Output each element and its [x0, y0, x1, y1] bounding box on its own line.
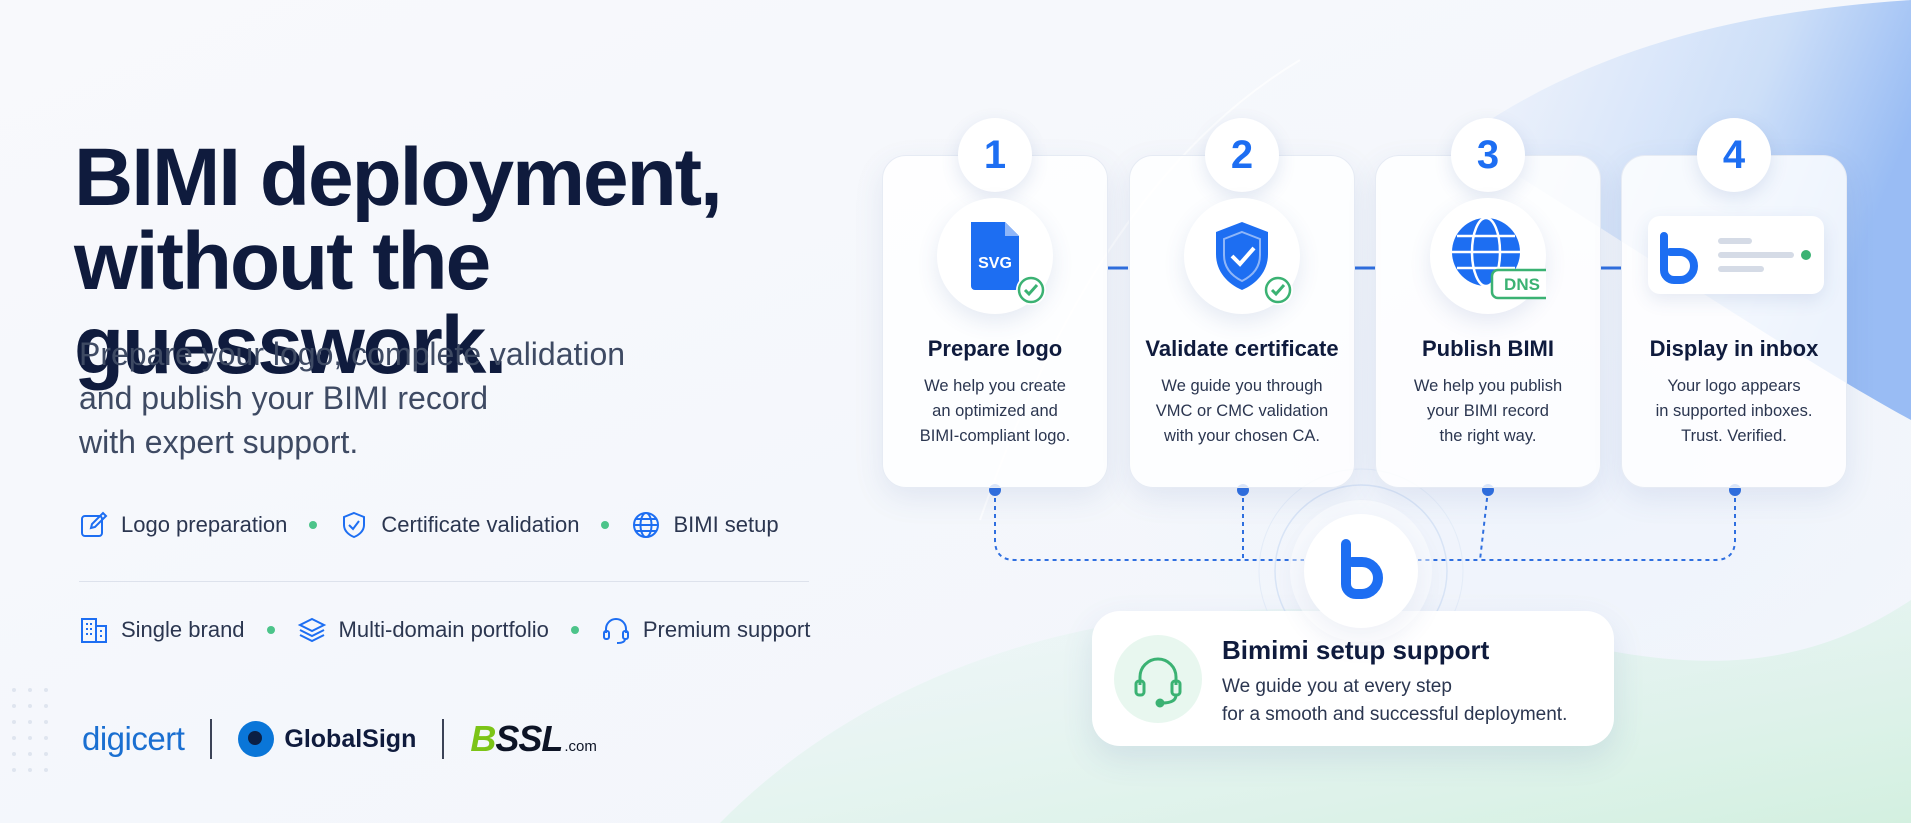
step-number-badge: 4 — [1697, 118, 1771, 192]
svg-file-icon: SVG — [971, 222, 1046, 305]
globe-dns-icon: DNS — [1452, 216, 1546, 300]
feature-label: Logo preparation — [121, 512, 288, 537]
features-row-services: Logo preparation Certificate validation … — [79, 510, 779, 540]
feature-bimi-setup: BIMI setup — [631, 510, 779, 540]
shield-check-icon — [343, 511, 366, 539]
feature-label: Single brand — [121, 617, 245, 642]
feature-label: Premium support — [642, 617, 811, 642]
step-title: Display in inbox — [1649, 336, 1819, 361]
svg-text:DNS: DNS — [1504, 275, 1540, 294]
step-description: Your logo appears in supported inboxes. … — [1655, 377, 1813, 445]
headset-icon — [602, 618, 629, 644]
feature-label: Multi-domain portfolio — [338, 617, 549, 642]
feature-premium-support: Premium support — [601, 615, 811, 645]
inbox-preview — [1648, 216, 1824, 294]
features-row-plans: Single brand Multi-domain portfolio Prem… — [79, 615, 810, 645]
step-card-display-in-inbox: 4 Display in inbox Your logo appears in … — [1621, 118, 1847, 488]
globalsign-mark-icon — [238, 721, 275, 757]
feature-single-brand: Single brand — [79, 615, 245, 645]
hero-sub-line3: with expert support. — [79, 424, 359, 460]
step-title: Publish BIMI — [1422, 336, 1554, 361]
separator-dot — [266, 626, 275, 634]
separator-dot — [601, 521, 610, 529]
edit-icon — [81, 511, 108, 537]
hero-subtitle: Prepare your logo, complete validation a… — [79, 332, 719, 464]
globalsign-logo: GlobalSign — [238, 721, 416, 757]
globalsign-label: GlobalSign — [284, 724, 417, 753]
step-title: Validate certificate — [1145, 336, 1339, 361]
layers-icon — [297, 617, 326, 643]
sslcom-logo: BSSL .com — [470, 718, 597, 760]
sslcom-domain: .com — [564, 738, 597, 755]
digicert-logo: digicert — [82, 720, 185, 757]
feature-label: Certificate validation — [381, 512, 580, 537]
bimi-logo-icon — [1660, 232, 1811, 284]
svg-text:SVG: SVG — [978, 255, 1012, 272]
headset-icon — [1134, 657, 1182, 708]
shield-check-icon — [1216, 222, 1293, 305]
bimi-hub — [1304, 514, 1418, 628]
step-icon-circle: SVG — [937, 198, 1053, 314]
support-icon-circle — [1114, 635, 1202, 723]
hero-title-line1: BIMI deployment, — [74, 132, 723, 223]
separator-dot — [570, 626, 579, 634]
building-icon — [81, 618, 107, 643]
globe-icon — [633, 512, 660, 538]
step-number-badge: 1 — [958, 118, 1032, 192]
step-number-badge: 3 — [1451, 118, 1525, 192]
separator-dot — [309, 521, 318, 529]
support-description: We guide you at every step for a smooth … — [1222, 676, 1568, 725]
hero-sub-line2: and publish your BIMI record — [79, 380, 489, 416]
step-icon-circle: DNS — [1430, 198, 1546, 314]
step-card-prepare-logo: 1 SVG Prepare logo We help you create an… — [882, 118, 1108, 488]
feature-label: BIMI setup — [673, 512, 779, 537]
step-number-badge: 2 — [1205, 118, 1279, 192]
feature-multi-domain: Multi-domain portfolio — [297, 615, 549, 645]
step-card-validate-certificate: 2 Validate certificate We guide you thro… — [1129, 118, 1355, 488]
step-description: We help you publish your BIMI record the… — [1413, 377, 1563, 445]
partner-logos: digicert GlobalSign BSSL .com — [82, 718, 597, 760]
step-title: Prepare logo — [927, 336, 1063, 361]
feature-logo-preparation: Logo preparation — [79, 510, 287, 540]
logo-separator — [210, 719, 213, 759]
divider — [79, 581, 809, 582]
step-card-publish-bimi: 3 DNS Publish BIMI We help you publish y… — [1375, 118, 1601, 488]
support-title: Bimimi setup support — [1222, 635, 1490, 665]
hero-title-line2: without the guesswork. — [74, 216, 507, 391]
step-description: We help you create an optimized and BIMI… — [919, 377, 1071, 445]
sslcom-mark: BSSL — [470, 718, 563, 759]
bimi-logo-icon — [1341, 539, 1383, 599]
feature-certificate-validation: Certificate validation — [339, 510, 579, 540]
logo-separator — [442, 719, 445, 759]
hero-title: BIMI deployment, without the guesswork. — [74, 136, 874, 388]
hero-sub-line1: Prepare your logo, complete validation — [79, 336, 626, 372]
support-card: Bimimi setup support We guide you at eve… — [1092, 611, 1614, 746]
step-description: We guide you through VMC or CMC validati… — [1155, 377, 1329, 445]
step-icon-circle — [1184, 198, 1300, 314]
